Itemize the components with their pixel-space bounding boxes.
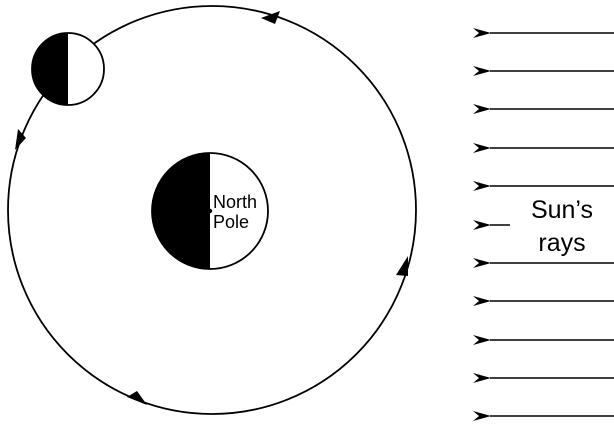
earth: North Pole	[152, 153, 268, 269]
earth-label-line2: Pole	[213, 212, 249, 232]
orbit-arrow-bottom	[127, 391, 147, 405]
moon-dark-half	[32, 33, 68, 105]
earth-dark-half	[152, 153, 210, 269]
orbit-arrow-right	[396, 256, 408, 276]
sun-rays-label-line1: Sun’s	[531, 196, 593, 224]
sun-rays-label-line2: rays	[538, 229, 585, 257]
north-pole-dot	[208, 209, 212, 213]
moon	[32, 33, 104, 105]
earth-label-line1: North	[213, 192, 257, 212]
